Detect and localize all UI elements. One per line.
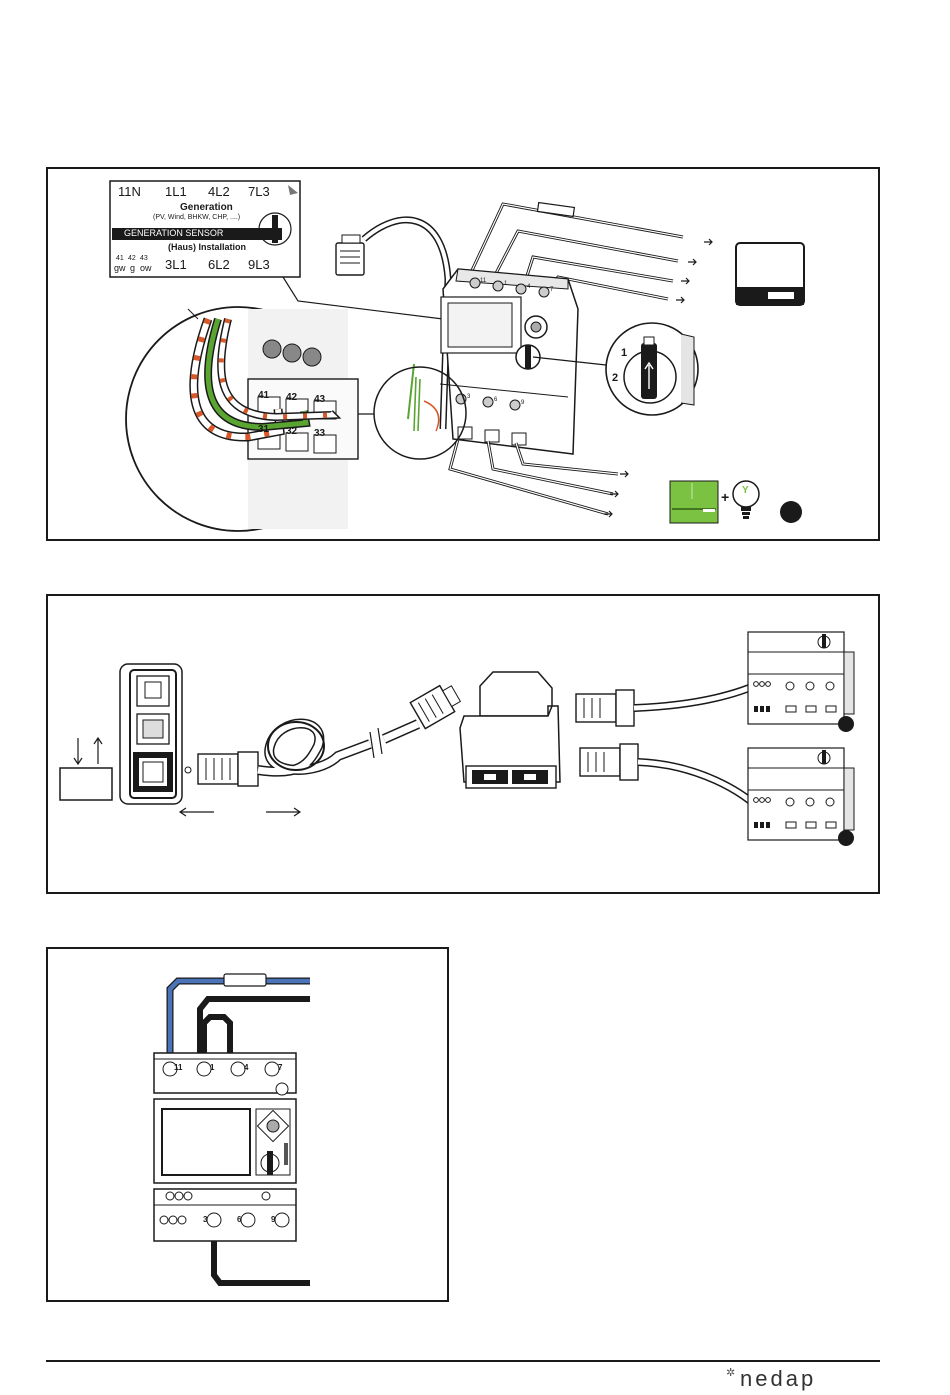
card-bottom-l3: 9L3	[248, 257, 270, 272]
rj45-splitter	[460, 672, 560, 788]
dial-label-1: 1	[621, 347, 627, 359]
meter-front-wiring-panel: 11 1 4 7 3 6 9	[46, 947, 449, 1302]
card-bottom-l1: 3L1	[165, 257, 187, 272]
fuse-icon	[224, 974, 266, 986]
generation-sensor-wiring-panel: 11N 1L1 4L2 7L3 Generation (PV, Wind, BH…	[46, 167, 880, 541]
front-terminal-6: 6	[237, 1215, 241, 1224]
meter-terminal-1: 1	[504, 281, 507, 287]
front-terminal-11: 11	[174, 1063, 182, 1072]
zoom-terminal-32: 32	[286, 426, 297, 437]
front-terminal-1: 1	[210, 1063, 214, 1072]
rj45-plug-right-bottom	[580, 744, 638, 780]
panel-3-drawing	[48, 949, 451, 1304]
meter-top-dot-icon	[838, 716, 854, 732]
port-device	[120, 664, 182, 804]
lcd-status-icon	[670, 481, 718, 523]
mini-meter-bottom	[748, 748, 854, 840]
logo-star-icon: ✲	[726, 1366, 735, 1379]
status-dot-icon	[780, 501, 802, 523]
meter-terminal-6: 6	[494, 397, 497, 403]
panel-2-drawing	[48, 596, 882, 896]
rj45-plug-middle	[410, 681, 463, 729]
front-terminal-4: 4	[244, 1063, 248, 1072]
fuse-top	[537, 203, 574, 217]
brand-logo: nedap	[740, 1366, 816, 1392]
cable-break-mark	[370, 732, 374, 758]
meter-terminal-9: 9	[521, 400, 524, 406]
distance-arrows-icon	[180, 808, 300, 816]
mini-meter-top	[748, 632, 854, 724]
green-wire-small	[408, 364, 414, 419]
zoom-terminal-31: 31	[258, 424, 269, 435]
small-orange-wire	[424, 401, 439, 431]
card-dial-knob	[272, 215, 278, 243]
card-terminal-43: 43	[140, 255, 148, 262]
zoom-terminal-42: 42	[286, 392, 297, 403]
card-sensor-banner: GENERATION SENSOR	[124, 228, 223, 238]
footer-rule	[46, 1360, 880, 1362]
wire-black-bottom	[214, 1239, 310, 1283]
meter-terminal-3: 3	[467, 394, 470, 400]
meter-front	[154, 1053, 296, 1241]
card-generation-title: Generation	[180, 202, 233, 213]
arrow-down-icon	[74, 738, 82, 764]
card-installation-title: (Haus) Installation	[168, 242, 246, 252]
card-top-n: 11N	[118, 184, 141, 199]
plus-sign: +	[721, 489, 729, 505]
rj45-plug-top	[336, 235, 364, 275]
card-terminal-gw: gw	[114, 263, 126, 273]
front-terminal-7: 7	[278, 1063, 282, 1072]
energy-meter	[440, 269, 578, 454]
card-terminal-g: g	[130, 263, 135, 273]
zoom-terminal-33: 33	[314, 428, 325, 439]
meter-bottom-dot-icon	[838, 830, 854, 846]
card-terminal-41: 41	[116, 255, 124, 262]
small-green-wires	[414, 377, 420, 431]
led-indicator-label: Y	[742, 485, 749, 496]
generator-box-icon	[736, 243, 804, 305]
card-bottom-l2: 6L2	[208, 257, 230, 272]
rj45-plug-right-top	[576, 690, 634, 726]
zoom-terminal-43: 43	[314, 394, 325, 405]
front-terminal-9: 9	[271, 1215, 275, 1224]
external-device-box	[60, 768, 112, 800]
rj45-plug-left	[198, 752, 258, 786]
dial-label-2: 2	[612, 372, 618, 384]
card-top-l3: 7L3	[248, 184, 270, 199]
panel-1-drawing	[48, 169, 882, 543]
meter-terminal-7: 7	[550, 287, 553, 293]
zoom-terminal-41: 41	[258, 390, 269, 401]
port-led-icon	[185, 767, 191, 773]
wire-blue	[170, 981, 310, 1064]
card-terminal-42: 42	[128, 255, 136, 262]
rj45-connection-panel	[46, 594, 880, 894]
card-generation-subtitle: (PV, Wind, BHKW, CHP, ....)	[153, 214, 240, 221]
front-terminal-3: 3	[203, 1215, 207, 1224]
zoom-circle-large	[126, 307, 358, 531]
meter-terminal-11: 11	[480, 278, 486, 284]
card-terminal-ow: ow	[140, 263, 152, 273]
wire-blue-outline	[170, 981, 310, 1064]
card-top-l2: 4L2	[208, 184, 230, 199]
arrow-up-icon	[94, 738, 102, 764]
meter-terminal-4: 4	[527, 284, 530, 290]
card-top-l1: 1L1	[165, 184, 187, 199]
arrow-icons-top	[676, 239, 712, 303]
